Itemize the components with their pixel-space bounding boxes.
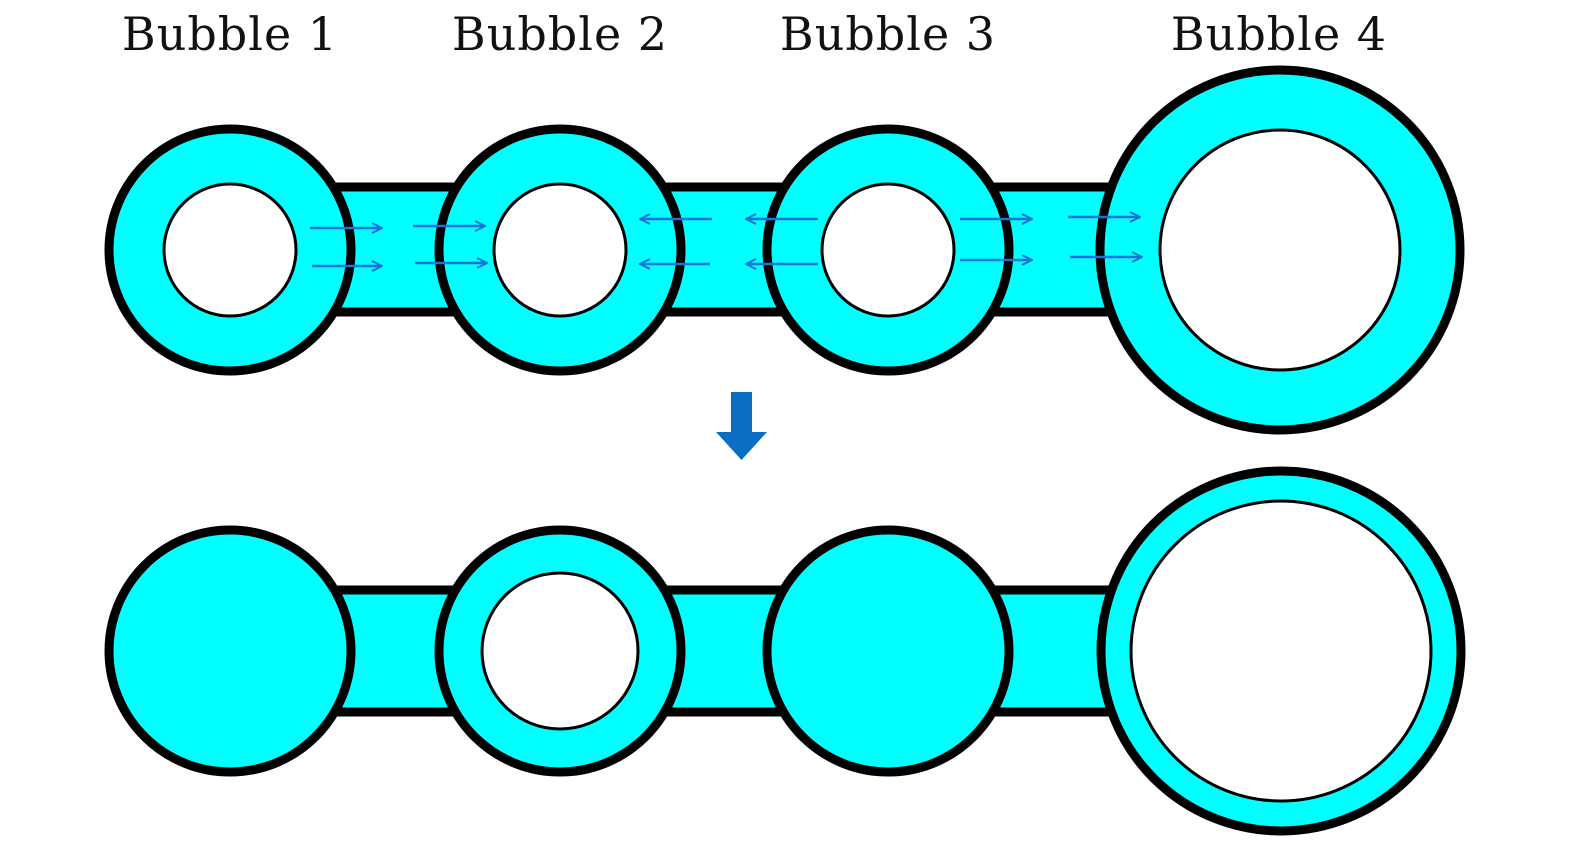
before-state bbox=[104, 65, 1465, 435]
flow-arrows-3-to-4 bbox=[960, 217, 1142, 260]
label-bubble-1: Bubble 1 bbox=[121, 7, 339, 61]
bubble-4-before bbox=[1095, 65, 1465, 435]
down-arrow-icon bbox=[716, 392, 767, 460]
gas-core bbox=[480, 571, 640, 731]
bubble-2-before bbox=[434, 124, 686, 376]
bubble-3-after bbox=[762, 525, 1014, 777]
gas-core bbox=[820, 182, 956, 318]
label-bubble-4: Bubble 4 bbox=[1170, 7, 1388, 61]
label-bubble-3: Bubble 3 bbox=[779, 7, 997, 61]
bubble-4-after bbox=[1096, 466, 1466, 836]
flow-arrows-1-to-2 bbox=[310, 226, 487, 266]
gas-core bbox=[1129, 499, 1433, 803]
bubble-3-before bbox=[762, 124, 1014, 376]
gas-core bbox=[162, 182, 298, 318]
bubble-2-after bbox=[434, 525, 686, 777]
gas-core bbox=[1158, 128, 1402, 372]
after-state bbox=[104, 466, 1466, 836]
flow-arrows-3-to-2 bbox=[640, 219, 818, 264]
bubble-1-after bbox=[104, 525, 356, 777]
bubble-1-before bbox=[104, 124, 356, 376]
gas-core bbox=[492, 182, 628, 318]
label-bubble-2: Bubble 2 bbox=[451, 7, 669, 61]
